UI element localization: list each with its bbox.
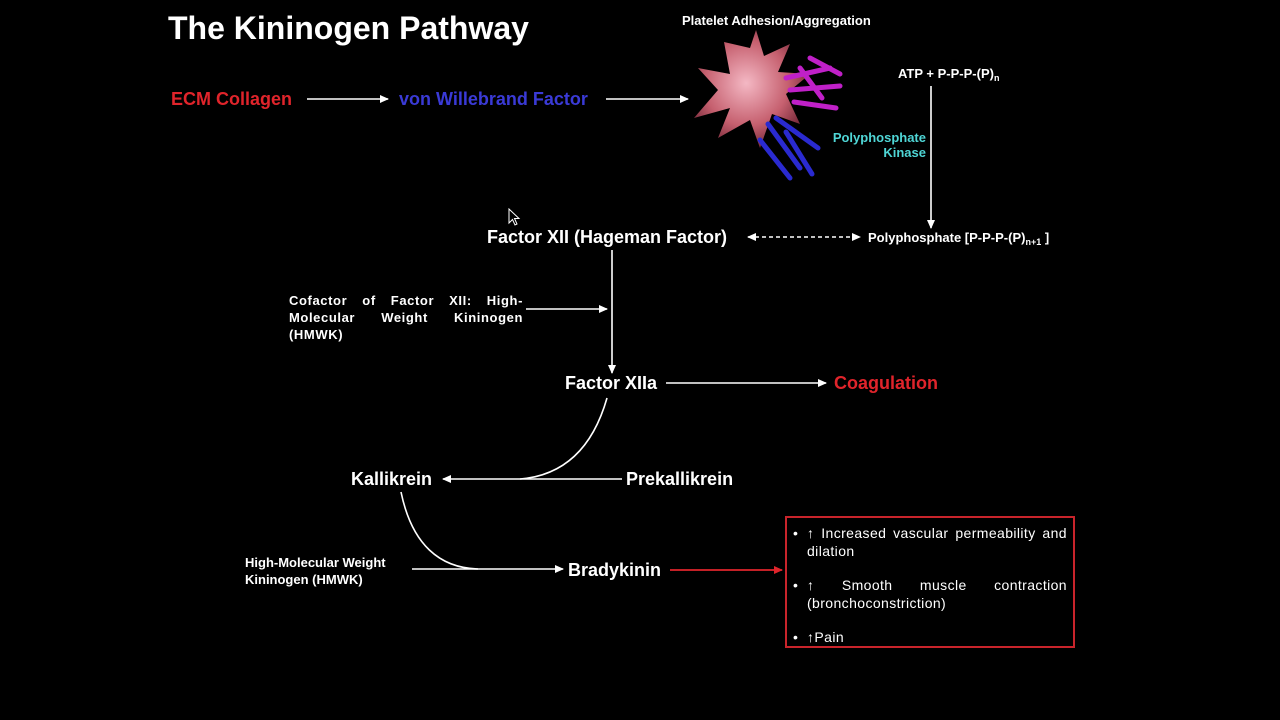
effects-box: •↑ Increased vascular permeability and d… <box>785 516 1075 648</box>
coagulation-label: Coagulation <box>834 373 938 393</box>
bradykinin-label: Bradykinin <box>568 560 662 580</box>
polyphosphate-kinase-label: Polyphosphate Kinase <box>832 130 926 160</box>
effect-item: •↑ Increased vascular permeability and d… <box>793 525 1067 559</box>
effect-item: •↑Pain <box>793 629 845 645</box>
polyphosphate-label: Polyphosphate [P-P-P-(P)n+1 ] <box>868 230 1050 247</box>
effect-item: •↑ Smooth muscle contraction (bronchocon… <box>793 577 1067 611</box>
factor-xii-label: Factor XII (Hageman Factor) <box>487 227 728 247</box>
platelet-illustration <box>694 30 843 181</box>
curve-xiia-to-kallikrein <box>519 397 608 480</box>
ecm-collagen-label: ECM Collagen <box>171 89 293 109</box>
vwf-label: von Willebrand Factor <box>399 89 588 109</box>
prekallikrein-label: Prekallikrein <box>626 469 734 489</box>
curve-kallikrein-to-bradykinin <box>400 491 479 570</box>
cofactor-label: Cofactor of Factor XII: High-Molecular W… <box>289 293 523 342</box>
platelet-label: Platelet Adhesion/Aggregation <box>682 13 871 28</box>
slide-title: The Kininogen Pathway <box>168 10 529 46</box>
kallikrein-label: Kallikrein <box>351 469 433 489</box>
hmwk-label: High-Molecular Weight Kininogen (HMWK) <box>245 555 386 587</box>
atp-label: ATP + P-P-P-(P)n <box>898 66 1000 83</box>
mouse-pointer-icon <box>508 208 521 226</box>
factor-xiia-label: Factor XIIa <box>565 373 658 393</box>
